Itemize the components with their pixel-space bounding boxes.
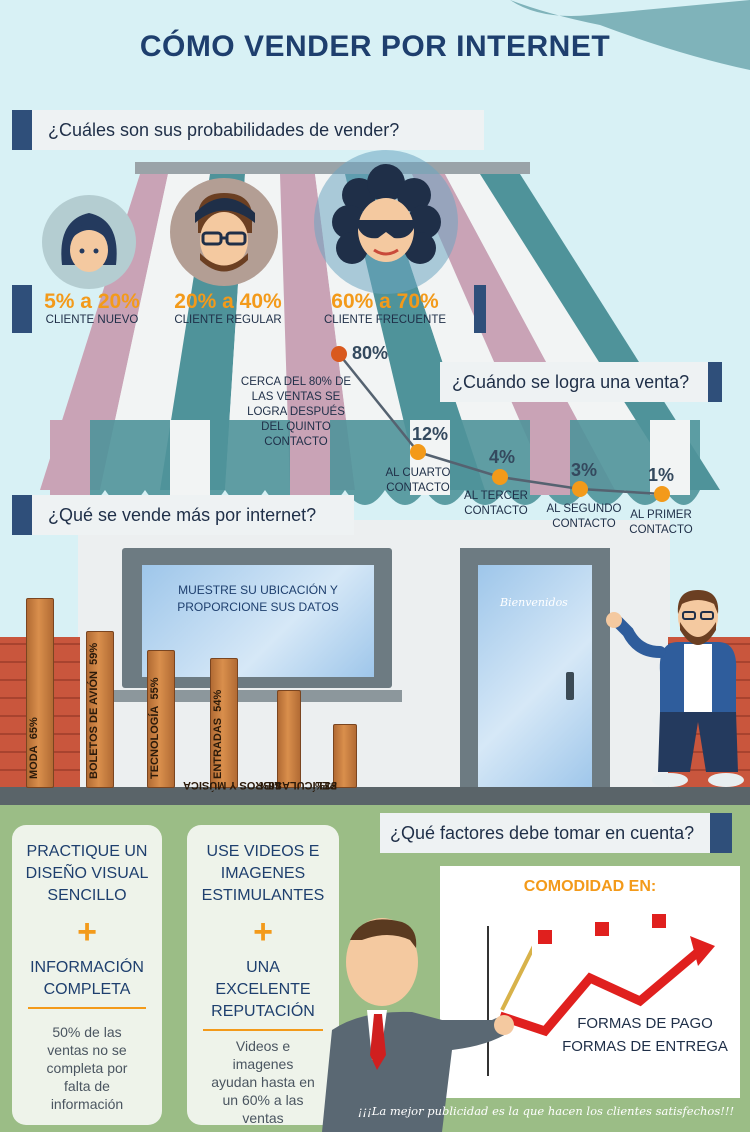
- top-value: 80%: [352, 343, 389, 363]
- board-title: COMODIDAD EN:: [523, 878, 657, 895]
- customer-row-left-bar: [12, 285, 32, 333]
- probabilities-heading: ¿Cuáles son sus probabilidades de vender…: [48, 119, 400, 140]
- third-contact-label: AL TERCER CONTACTO: [464, 490, 528, 517]
- plus-icon: +: [253, 913, 273, 951]
- woman-sunglasses-avatar-icon: [314, 150, 458, 294]
- door-handle[interactable]: [566, 672, 574, 700]
- banner-accent-bar: [708, 362, 722, 402]
- tip-divider: [28, 1007, 146, 1009]
- tip-divider: [203, 1029, 323, 1031]
- first-contact-value: 1%: [648, 465, 675, 485]
- man-glasses-avatar-icon: [170, 178, 278, 286]
- customer-frequent-label: CLIENTE FRECUENTE: [323, 314, 447, 326]
- board-line1: FORMAS DE PAGO: [577, 1015, 713, 1032]
- when-heading: ¿Cuándo se logra una venta?: [452, 371, 690, 392]
- factors-heading: ¿Qué factores debe tomar en cuenta?: [390, 822, 695, 843]
- door-welcome-sign: Bienvenidos: [500, 596, 568, 609]
- fourth-contact-label: AL CUARTO CONTACTO: [385, 467, 451, 494]
- crate-moda: MODA 65%: [26, 598, 54, 788]
- customer-regular: 20% a 40% CLIENTE REGULAR: [158, 290, 298, 326]
- tip-card-videos: USE VIDEOS E IMAGENES ESTIMULANTES + UNA…: [187, 825, 339, 1126]
- customer-new-label: CLIENTE NUEVO: [45, 314, 139, 326]
- customer-new: 5% a 20% CLIENTE NUEVO: [22, 290, 162, 326]
- point-second-contact: [572, 481, 588, 497]
- tip-design-line1: PRACTIQUE UN DISEÑO VISUAL SENCILLO: [25, 843, 149, 904]
- growth-chart-graphic: [487, 914, 715, 1076]
- girl-avatar-icon: [42, 195, 136, 289]
- tip-design-line2: INFORMACIÓN COMPLETA: [30, 959, 144, 998]
- what-heading-banner: ¿Qué se vende más por internet?: [12, 495, 354, 535]
- banner-accent-bar: [710, 813, 732, 853]
- product-ranking-crates: MODA 65% BOLETOS DE AVIÓN 59% TECNOLOGÍA…: [20, 560, 420, 791]
- sidewalk: [0, 787, 750, 805]
- point-first-contact: [654, 486, 670, 502]
- tip-design-note: 50% de las ventas no se completa por fal…: [46, 1024, 128, 1112]
- tip-videos-line1: USE VIDEOS E IMAGENES ESTIMULANTES: [201, 843, 325, 904]
- second-contact-value: 3%: [571, 460, 598, 480]
- customer-frequent-range: 60% a 70%: [331, 290, 439, 313]
- plus-icon: +: [77, 913, 97, 951]
- factors-heading-banner: ¿Qué factores debe tomar en cuenta?: [380, 813, 732, 853]
- customer-regular-label: CLIENTE REGULAR: [174, 314, 282, 326]
- board-line2: FORMAS DE ENTREGA: [562, 1038, 728, 1055]
- page-title: CÓMO VENDER POR INTERNET: [139, 30, 611, 63]
- crate-boletos: BOLETOS DE AVIÓN 59%: [86, 631, 114, 788]
- crate-entradas-label: ENTRADAS 54%: [212, 689, 224, 779]
- crate-boletos-label: BOLETOS DE AVIÓN 59%: [88, 642, 100, 779]
- third-contact-value: 4%: [489, 447, 516, 467]
- tip-videos-line2: UNA EXCELENTE REPUTACIÓN: [211, 959, 315, 1020]
- crate-moda-label: MODA 65%: [28, 717, 40, 779]
- point-third-contact: [492, 469, 508, 485]
- shop-window-glass: [142, 565, 374, 677]
- shopkeeper-illustration: [606, 590, 744, 787]
- customer-row-right-bar: [474, 285, 486, 333]
- top-note: CERCA DEL 80% DE LAS VENTAS SE LOGRA DES…: [240, 376, 352, 448]
- probabilities-heading-banner: ¿Cuáles son sus probabilidades de vender…: [12, 110, 484, 150]
- second-contact-label: AL SEGUNDO CONTACTO: [546, 503, 622, 530]
- window-message: MUESTRE SU UBICACIÓN Y PROPORCIONE SUS D…: [177, 583, 339, 614]
- window-sill: [112, 690, 402, 702]
- sales-timeline-line: [331, 346, 670, 502]
- point-fourth-contact: [410, 444, 426, 460]
- customer-new-range: 5% a 20%: [44, 290, 140, 313]
- crate-entradas: ENTRADAS 54%: [210, 658, 238, 788]
- what-heading: ¿Qué se vende más por internet?: [48, 504, 317, 525]
- fourth-contact-value: 12%: [412, 424, 449, 444]
- store-awning: [40, 162, 720, 505]
- banner-accent-bar: [12, 495, 32, 535]
- tip-videos-note: Videos e imagenes ayudan hasta en un 60%…: [211, 1038, 315, 1126]
- customer-frequent: 60% a 70% CLIENTE FRECUENTE: [312, 290, 458, 326]
- banner-accent-bar: [12, 110, 32, 150]
- customer-regular-range: 20% a 40%: [174, 290, 282, 313]
- crate-libros: LIBROS Y MÚSICA 46%: [183, 690, 301, 791]
- when-heading-banner: ¿Cuándo se logra una venta?: [440, 362, 722, 402]
- first-contact-label: AL PRIMER CONTACTO: [629, 509, 693, 536]
- crate-tecnologia-label: TECNOLOGÍA 55%: [149, 677, 161, 780]
- crate-peliculas: PELÍCULAS 33%: [275, 724, 357, 791]
- tip-card-design: PRACTIQUE UN DISEÑO VISUAL SENCILLO + IN…: [12, 825, 162, 1125]
- point-fifth-contact: [331, 346, 347, 362]
- corner-decoration: [510, 0, 750, 70]
- crate-tecnologia: TECNOLOGÍA 55%: [147, 650, 175, 788]
- presenter-illustration: [322, 918, 532, 1132]
- footer-quote: ¡¡¡La mejor publicidad es la que hacen l…: [357, 1104, 735, 1118]
